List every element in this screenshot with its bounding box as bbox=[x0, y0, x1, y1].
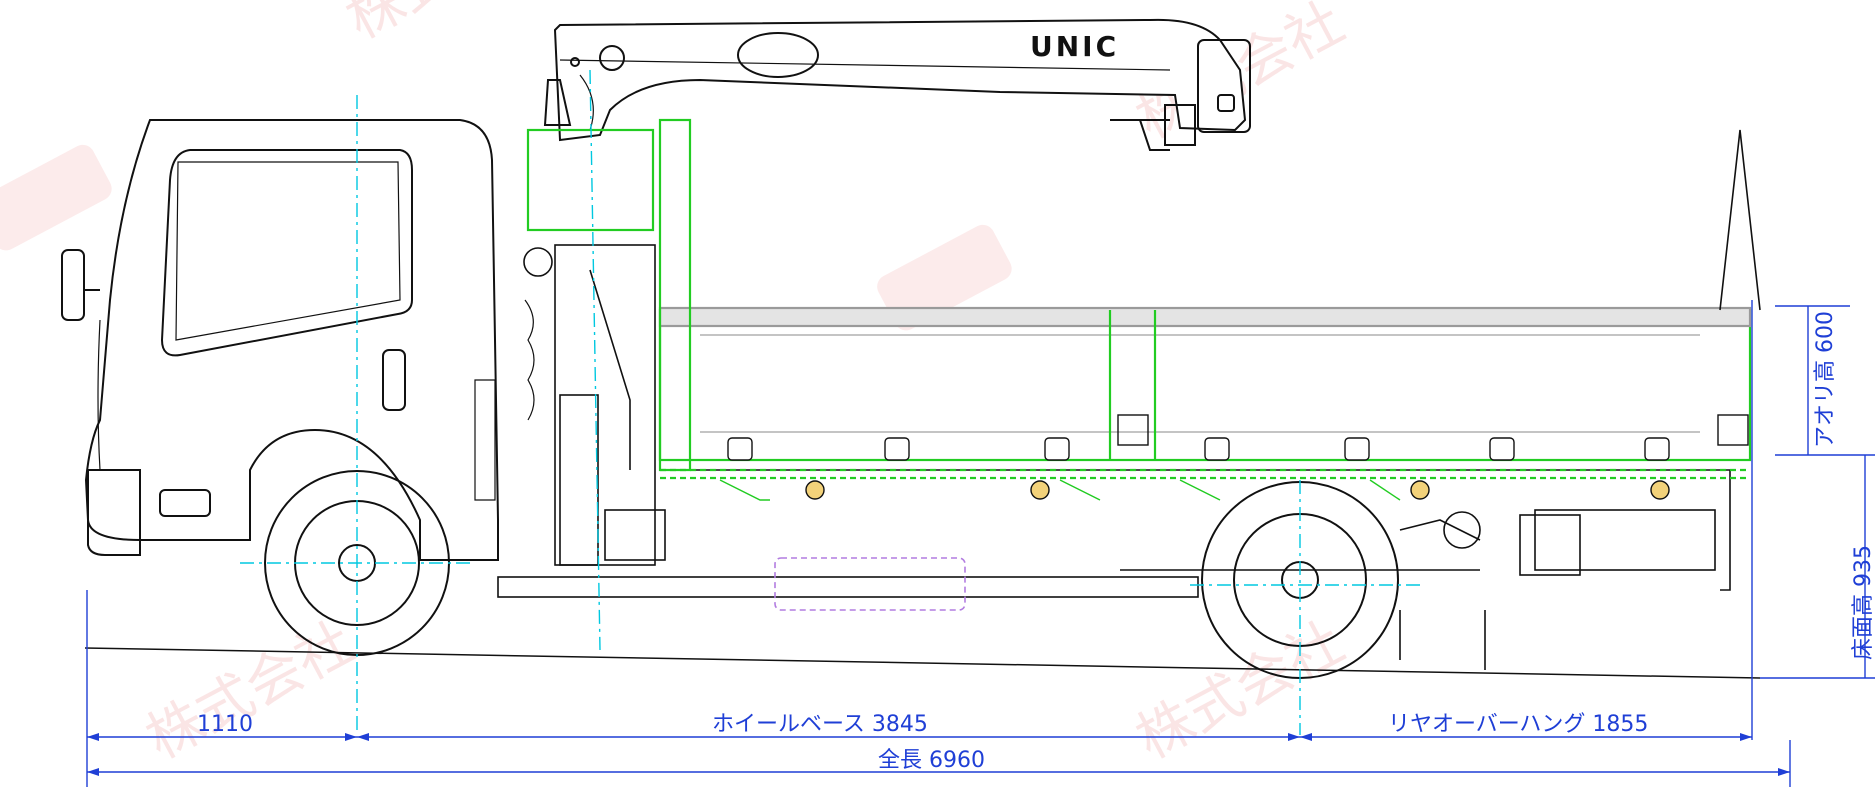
center-lines bbox=[240, 69, 1420, 735]
overall-length-dimension: 全長 6960 bbox=[878, 748, 985, 773]
wheelbase-dimension: ホイールベース 3845 bbox=[712, 712, 928, 737]
ground-line bbox=[84, 647, 1761, 679]
gate-height-dimension: アオリ高 600 bbox=[1813, 311, 1838, 448]
fuel-tank bbox=[774, 557, 966, 611]
crane bbox=[543, 18, 1251, 151]
bed-hinges bbox=[727, 437, 1670, 500]
cab bbox=[61, 119, 499, 561]
crane-column bbox=[523, 244, 666, 566]
cargo-bed bbox=[526, 118, 1761, 501]
chassis-frame bbox=[497, 469, 1731, 670]
watermark: 株式会社 bbox=[136, 610, 364, 773]
front-overhang-dimension: 1110 bbox=[197, 712, 253, 737]
floor-height-dimension: 床面高 935 bbox=[1851, 545, 1875, 660]
crane-brand-label: UNIC bbox=[1030, 30, 1119, 63]
rear-overhang-dimension: リヤオーバーハング 1855 bbox=[1388, 712, 1648, 737]
watermark: 株式会社 bbox=[1126, 610, 1354, 773]
watermarks: 株式会社 株式会社 株式会社 株式会社 bbox=[0, 0, 1354, 772]
dimension-lines bbox=[86, 300, 1875, 787]
watermark: 株式会社 bbox=[336, 0, 564, 52]
